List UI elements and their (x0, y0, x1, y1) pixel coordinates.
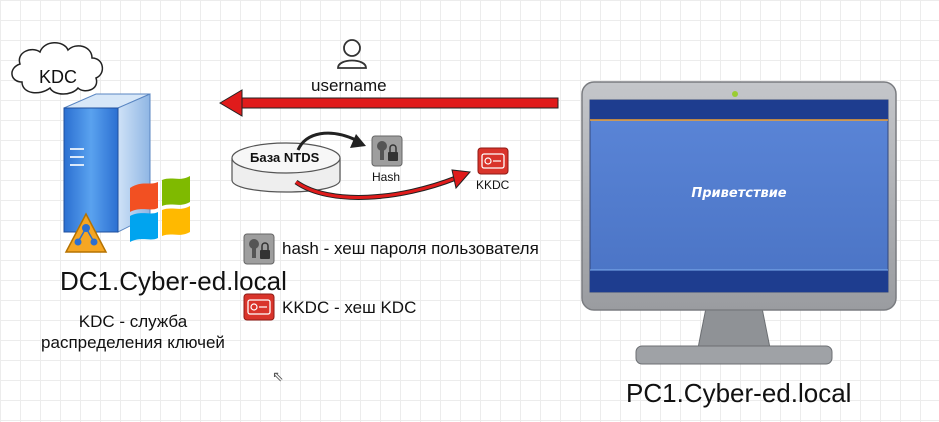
kdc-description: KDC - служба распределения ключей (30, 311, 236, 353)
user-icon (337, 39, 367, 69)
hash-extract-arrow (296, 131, 366, 151)
hash-key-icon (371, 135, 403, 167)
hash-label: Hash (372, 170, 401, 184)
client-hostname: PC1.Cyber-ed.local (626, 378, 852, 408)
kkdc-label: KKDC (476, 178, 510, 192)
legend-kkdc-icon (243, 293, 275, 321)
kdc-description-line1: KDC - служба (78, 312, 188, 331)
windows-logo-icon (130, 176, 190, 242)
server-icon (63, 93, 151, 233)
legend-hash-icon (243, 233, 275, 265)
kkdc-ticket-icon (477, 147, 509, 175)
ntds-database-icon (231, 142, 341, 193)
server-hostname: DC1.Cyber-ed.local (60, 266, 287, 296)
username-request-arrow (219, 89, 559, 117)
kkdc-arrow (294, 169, 472, 200)
active-directory-icon (64, 212, 108, 253)
monitor-icon (581, 81, 897, 365)
screen-greeting: Приветствие (691, 186, 787, 201)
legend-hash-text: hash - хеш пароля пользователя (282, 239, 539, 258)
username-label: username (311, 76, 387, 95)
kdc-description-line2: распределения ключей (41, 333, 225, 352)
mouse-cursor-icon: ⇖ (272, 368, 284, 384)
kdc-cloud-label: KDC (39, 67, 78, 87)
legend-kkdc-text: KKDC - хеш KDC (282, 298, 417, 317)
kdc-cloud-icon (11, 42, 104, 95)
ntds-database-label: База NTDS (250, 150, 320, 165)
